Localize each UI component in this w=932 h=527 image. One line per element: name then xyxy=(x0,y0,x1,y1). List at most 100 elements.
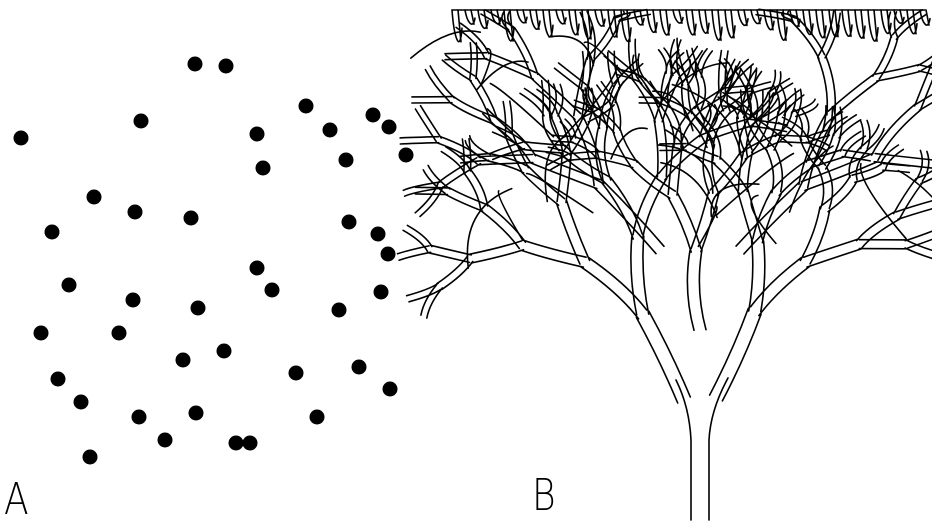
dot xyxy=(126,293,141,308)
vessel-segment xyxy=(542,81,544,114)
vessel-segment xyxy=(659,50,667,73)
vessel-segment xyxy=(581,267,639,319)
dot xyxy=(332,303,347,318)
vessel-segment xyxy=(437,256,468,284)
vessel-segment xyxy=(677,193,701,248)
vessel-segment xyxy=(922,151,928,181)
vessel-segment xyxy=(778,142,807,143)
vessel-segment xyxy=(588,10,591,39)
vessel-segment xyxy=(491,142,523,153)
vessel-segment xyxy=(458,10,461,42)
vessel-segment xyxy=(569,158,598,160)
vessel-segment xyxy=(687,250,694,330)
vessel-segment xyxy=(701,194,719,251)
vessel-segment xyxy=(575,10,578,35)
vessel-segment xyxy=(467,189,511,269)
dot xyxy=(250,261,265,276)
vessel-segment xyxy=(429,253,470,263)
panel-a-dots xyxy=(14,57,414,465)
vessel-segment xyxy=(445,53,487,54)
vessel-segment xyxy=(449,188,486,204)
vessel-segment xyxy=(668,145,673,194)
dot xyxy=(323,123,338,138)
vessel-segment xyxy=(400,143,438,144)
vessel-segment xyxy=(399,252,431,260)
vessel-segment xyxy=(471,10,474,24)
dot xyxy=(243,436,258,451)
vessel-segment xyxy=(523,10,526,23)
vessel-segment xyxy=(699,250,706,330)
vessel-segment xyxy=(900,10,903,23)
dot xyxy=(217,344,232,359)
vessel-segment xyxy=(476,77,497,119)
dot xyxy=(176,353,191,368)
dot xyxy=(189,406,204,421)
vessel-segment xyxy=(676,380,691,520)
vessel-segment xyxy=(476,43,477,79)
vessel-segment xyxy=(557,204,580,264)
vessel-segment xyxy=(431,245,472,255)
vessel-segment xyxy=(558,85,563,116)
vessel-segment xyxy=(536,10,539,29)
vessel-segment xyxy=(761,241,765,311)
vessel-segment xyxy=(822,10,825,38)
dot xyxy=(256,161,271,176)
vessel-segment xyxy=(822,176,851,206)
vessel-segment xyxy=(523,149,562,153)
vessel-segment xyxy=(749,241,753,311)
dot xyxy=(299,99,314,114)
vessel-segment xyxy=(883,170,909,172)
dot xyxy=(51,372,66,387)
vessel-segment xyxy=(661,106,674,146)
vessel-segment xyxy=(757,10,760,24)
dot xyxy=(229,436,244,451)
dot xyxy=(191,301,206,316)
vessel-segment xyxy=(601,10,604,26)
vessel-segment xyxy=(874,162,932,169)
vessel-segment xyxy=(598,151,634,160)
dot xyxy=(184,211,199,226)
dot xyxy=(132,410,147,425)
vessel-segment xyxy=(470,43,471,79)
dot xyxy=(62,278,77,293)
vessel-segment xyxy=(926,10,929,25)
dot xyxy=(158,433,173,448)
vessel-segment xyxy=(640,10,643,25)
vessel-segment xyxy=(445,59,487,60)
vessel-segment xyxy=(643,236,649,314)
dot xyxy=(383,382,398,397)
panel-label-b: B xyxy=(532,474,556,518)
vessel-segment xyxy=(778,135,807,136)
dot xyxy=(74,395,89,410)
dot xyxy=(374,285,389,300)
vessel-segment xyxy=(744,190,807,254)
dot xyxy=(339,153,354,168)
vessel-segment xyxy=(731,10,734,38)
vessel-segment xyxy=(833,81,878,118)
vessel-segment xyxy=(804,239,858,257)
vessel-segment xyxy=(861,10,864,38)
vessel-segment xyxy=(874,10,877,41)
vessel-segment xyxy=(848,10,851,36)
vessel-segment xyxy=(521,250,583,267)
vessel-segment xyxy=(759,267,810,316)
dot xyxy=(366,108,381,123)
vessel-segment xyxy=(589,258,647,310)
vessel-segment xyxy=(653,10,656,32)
panel-b-branching-network xyxy=(398,9,932,520)
vessel-segment xyxy=(691,191,709,249)
vessel-segment xyxy=(736,182,799,246)
dot xyxy=(382,120,397,135)
dot xyxy=(219,59,234,74)
dot xyxy=(381,247,396,262)
vessel-segment xyxy=(861,164,907,239)
dot xyxy=(128,205,143,220)
vessel-segment xyxy=(636,318,677,404)
dot xyxy=(310,410,325,425)
dot xyxy=(14,131,29,146)
vessel-segment xyxy=(668,197,691,252)
vessel-segment xyxy=(751,258,802,307)
vessel-segment xyxy=(705,10,708,33)
vessel-segment xyxy=(807,249,861,267)
